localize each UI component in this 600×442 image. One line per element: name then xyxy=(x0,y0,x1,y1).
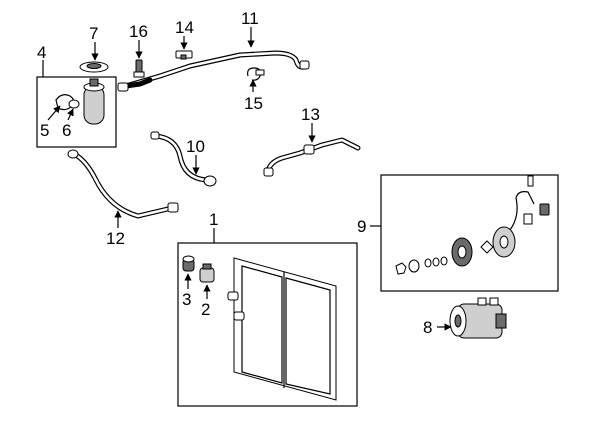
callout-13[interactable]: 13 xyxy=(301,105,320,124)
compressor-port-1 xyxy=(477,297,487,306)
hose-12-outer xyxy=(71,151,175,219)
clutch-shim-3 xyxy=(432,257,440,267)
clutch-shim-2 xyxy=(424,258,432,268)
callout-9[interactable]: 9 xyxy=(357,217,366,236)
part-9-box xyxy=(380,174,559,292)
part-12-hose[interactable] xyxy=(67,149,179,219)
callout-labels: 7 4 5 6 16 14 11 15 13 10 12 1 3 2 9 8 xyxy=(37,9,432,337)
part-16-sensor[interactable] xyxy=(133,59,145,78)
condenser-fitting-bottom xyxy=(233,311,245,321)
part-8-compressor[interactable] xyxy=(449,297,507,339)
part-4-box xyxy=(36,76,117,148)
part-11-ac-line[interactable] xyxy=(117,50,310,92)
condenser-fitting-top xyxy=(227,291,239,301)
sensor-16-base xyxy=(133,71,145,78)
clamp-15-tab xyxy=(255,69,265,76)
clutch-shim-1 xyxy=(408,259,420,273)
clutch-bolt xyxy=(395,262,407,275)
condenser-core-right xyxy=(285,277,331,395)
clutch-coil-center xyxy=(499,235,509,249)
drier-canister xyxy=(83,85,105,125)
callout-12[interactable]: 12 xyxy=(106,229,125,248)
hose-10-fitting xyxy=(203,175,217,187)
clutch-terminal xyxy=(523,213,533,225)
compressor-port-2 xyxy=(489,297,499,306)
drier-fitting xyxy=(89,78,99,87)
hose-10-start xyxy=(150,131,160,140)
callout-11[interactable]: 11 xyxy=(241,9,259,28)
callout-6[interactable]: 6 xyxy=(62,121,71,140)
hose-12-fitting-end xyxy=(167,202,179,213)
condenser-core-left xyxy=(241,265,283,384)
compressor-hub xyxy=(454,314,462,328)
line-13-fitting-end xyxy=(263,167,274,177)
part-7-cap[interactable] xyxy=(79,61,109,73)
callout-3[interactable]: 3 xyxy=(182,290,191,309)
callout-5[interactable]: 5 xyxy=(40,121,49,140)
clutch-pulley-hub xyxy=(457,245,467,259)
condenser-group[interactable] xyxy=(177,242,358,407)
callout-16[interactable]: 16 xyxy=(129,22,148,41)
clutch-wire xyxy=(509,191,535,231)
callout-15[interactable]: 15 xyxy=(244,94,263,113)
plug-2-head xyxy=(202,263,212,270)
clutch-screw xyxy=(527,175,534,187)
plug-2-body xyxy=(199,267,215,283)
receiver-drier-group[interactable] xyxy=(36,76,117,148)
clip-14-tab xyxy=(180,54,187,60)
leader-5 xyxy=(47,105,61,121)
hose-12-fitting-top xyxy=(67,149,79,159)
clutch-connector xyxy=(539,203,550,216)
compressor-mount xyxy=(495,313,507,329)
callout-1[interactable]: 1 xyxy=(209,210,218,229)
cap-3-top xyxy=(182,255,195,263)
compressor-clutch-group[interactable] xyxy=(380,174,559,292)
cap-7-inner xyxy=(86,63,102,69)
part-15-clamp[interactable] xyxy=(247,67,265,81)
line-11-end-fitting xyxy=(299,60,310,70)
part-3-cap[interactable] xyxy=(182,255,195,272)
hose-10-inner xyxy=(154,134,208,182)
part-14-clip[interactable] xyxy=(175,50,193,60)
callout-7[interactable]: 7 xyxy=(89,24,98,43)
condenser-frame xyxy=(233,257,337,401)
clutch-shim-4 xyxy=(440,256,448,266)
line-13-fitting-mid xyxy=(303,144,315,155)
part-2-plug[interactable] xyxy=(199,263,215,283)
leader-lines xyxy=(42,27,452,331)
clutch-snap-ring xyxy=(480,240,494,254)
part-13-ac-line[interactable] xyxy=(263,137,361,177)
callout-8[interactable]: 8 xyxy=(423,318,432,337)
line-11-fitting xyxy=(117,82,129,92)
callout-14[interactable]: 14 xyxy=(175,18,194,37)
leader-6 xyxy=(67,108,74,121)
o-ring-6[interactable] xyxy=(68,99,80,109)
callout-2[interactable]: 2 xyxy=(201,300,210,319)
part-10-hose[interactable] xyxy=(150,131,217,187)
hose-12-inner xyxy=(72,152,174,218)
callout-10[interactable]: 10 xyxy=(186,137,205,156)
callout-4[interactable]: 4 xyxy=(37,43,46,62)
part-1-box xyxy=(177,242,358,407)
line-11-branch-outer xyxy=(123,77,153,89)
